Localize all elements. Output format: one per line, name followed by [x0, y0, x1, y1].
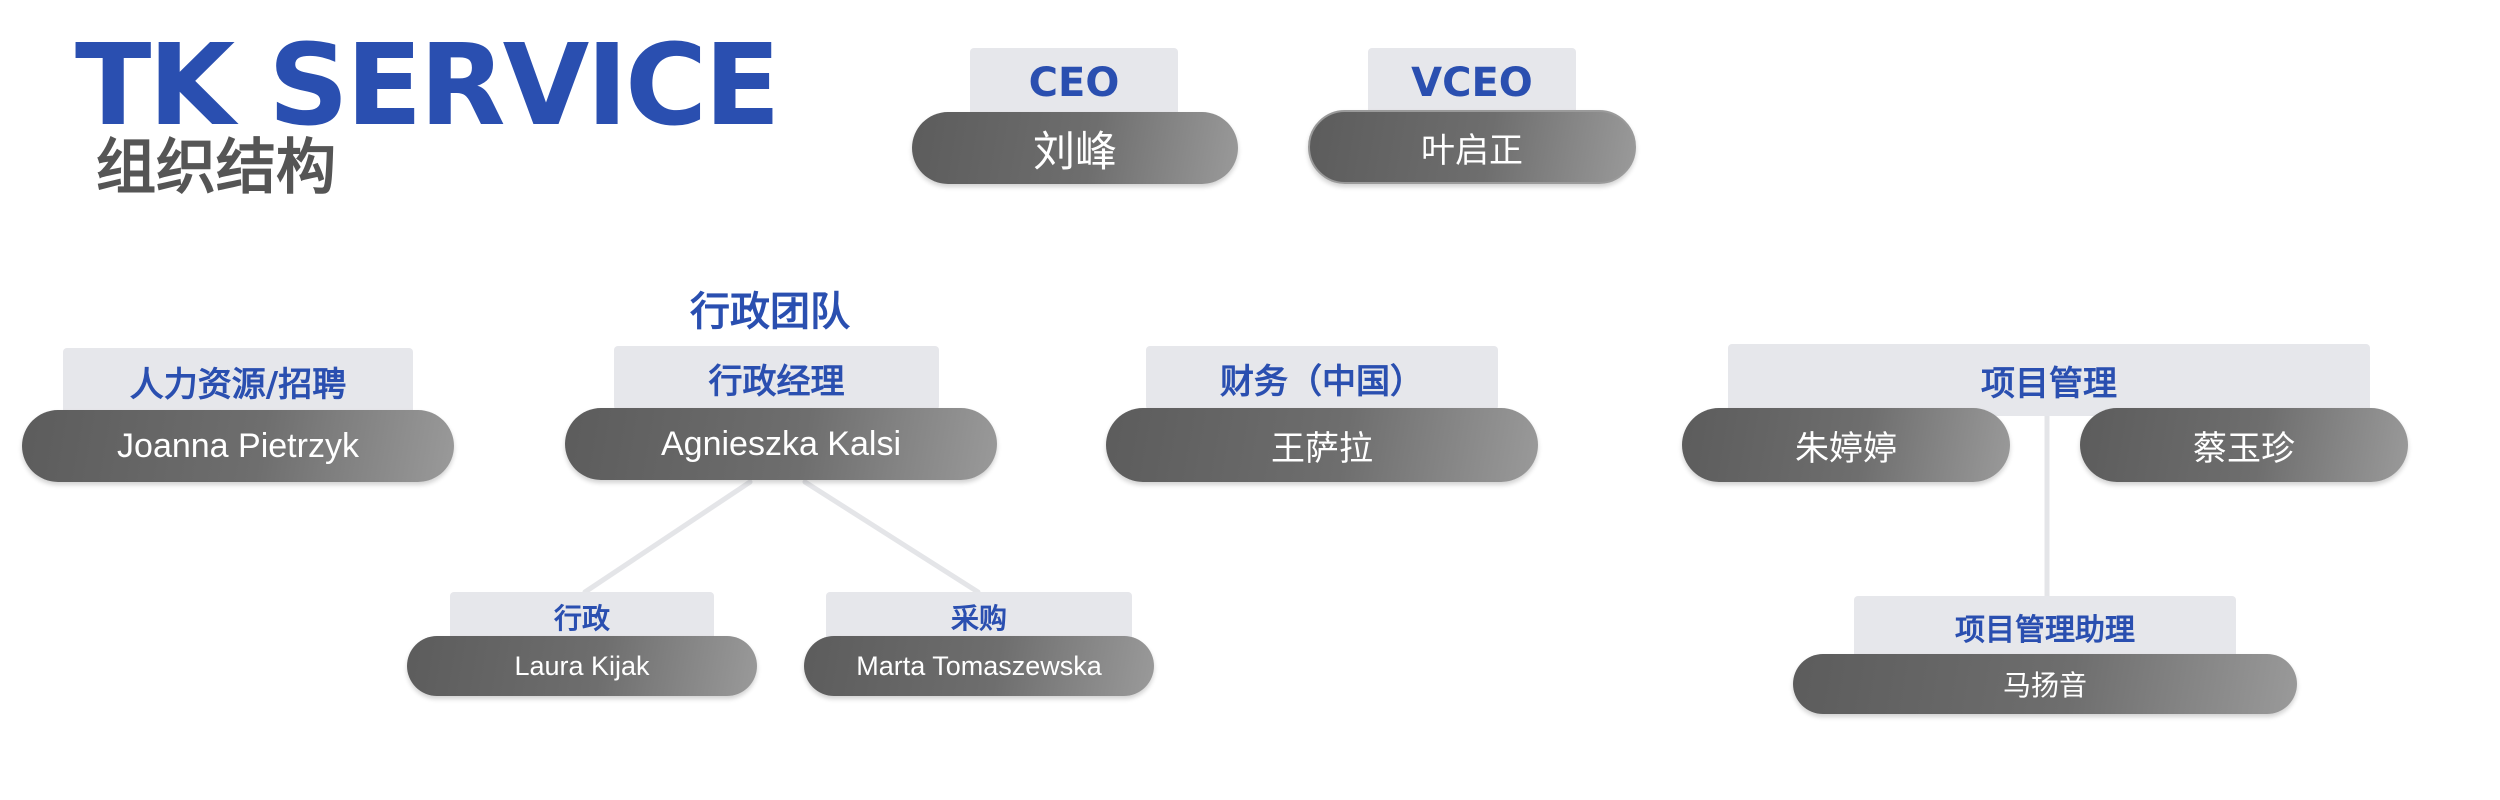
connector-admin-mgr-to-purchasing: [802, 479, 981, 595]
person-purchasing: Marta Tomaszewska: [804, 636, 1154, 696]
role-ceo: CEO: [970, 48, 1178, 118]
person-admin-manager: Agnieszka Kalsi: [565, 408, 997, 480]
role-project-management: 项目管理: [1728, 344, 2370, 416]
role-admin: 行政: [450, 592, 714, 642]
connector-admin-mgr-to-admin: [582, 479, 753, 595]
role-vceo: VCEO: [1368, 48, 1576, 118]
admin-team-title: 行政团队: [690, 289, 850, 335]
person-vceo: 叶启正: [1308, 110, 1636, 184]
person-project-management-1: 朱婷婷: [1682, 408, 2010, 482]
role-purchasing: 采购: [826, 592, 1132, 642]
person-pm-assistant: 马扬音: [1793, 654, 2297, 714]
person-ceo: 刘峰: [912, 112, 1238, 184]
person-project-management-2: 蔡玉珍: [2080, 408, 2408, 482]
brand-title: TK SERVICE: [75, 21, 781, 151]
role-hr-recruiting: 人力资源/招聘: [63, 348, 413, 414]
role-finance-china: 财务（中国）: [1146, 346, 1498, 410]
role-pm-assistant: 项目管理助理: [1854, 596, 2236, 658]
person-hr-recruiting: Joanna Pietrzyk: [22, 410, 454, 482]
person-finance-china: 王萨拉: [1106, 408, 1538, 482]
page-subtitle: 组织结构: [96, 133, 336, 203]
person-admin: Laura Kijak: [407, 636, 757, 696]
role-admin-manager: 行政经理: [614, 346, 939, 410]
